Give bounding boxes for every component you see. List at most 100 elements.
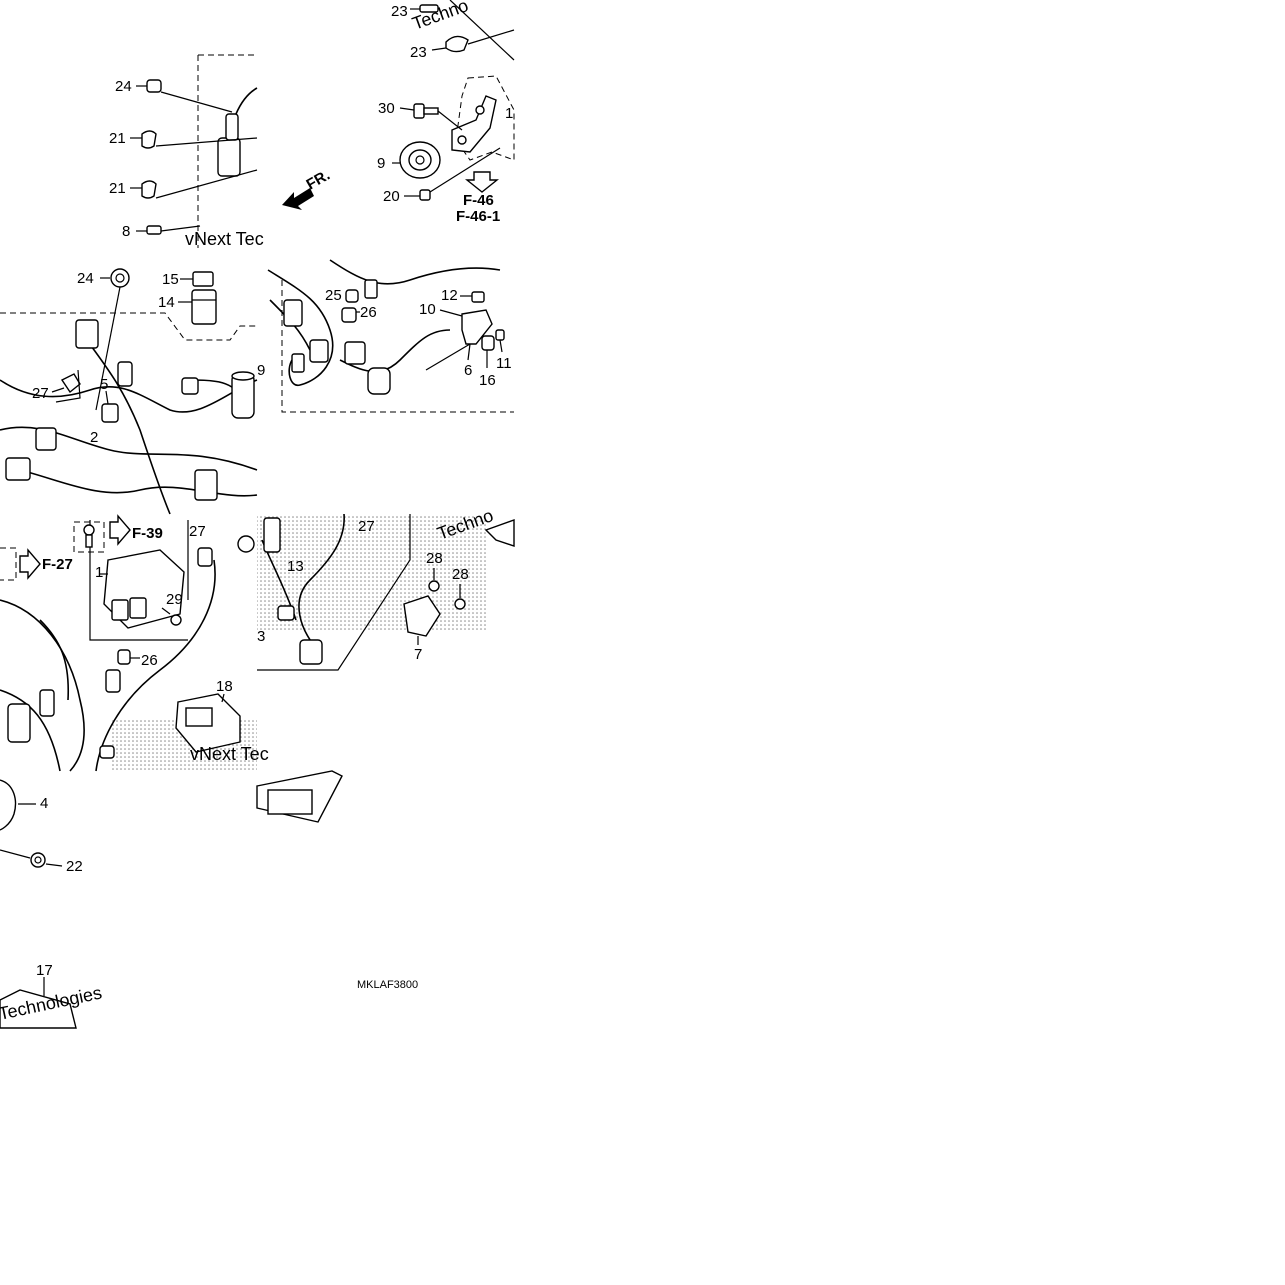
harness-connector — [39, 689, 55, 717]
bolt-20 — [404, 147, 501, 201]
harness-connector — [5, 457, 31, 481]
bolt-28-a — [428, 568, 440, 592]
clip-11 — [495, 329, 505, 341]
ref-f46: F-46 — [463, 192, 494, 209]
tile-bottom-right: MKLAF3800 — [256, 770, 418, 991]
label-9: 9 — [257, 362, 265, 379]
harness-connector — [367, 367, 391, 395]
label-17: 17 — [36, 962, 53, 979]
harness-connector — [299, 639, 323, 665]
bolt-8 — [136, 225, 201, 235]
label-2: 2 — [90, 429, 98, 446]
harness-connector — [75, 319, 99, 349]
harness-connector — [344, 341, 366, 365]
label-6: 6 — [464, 362, 472, 379]
module-18 — [175, 693, 241, 753]
label-14: 14 — [158, 294, 175, 311]
label-5: 5 — [100, 376, 108, 393]
bracket — [484, 519, 515, 547]
ref-f39: F-39 — [132, 525, 163, 542]
tile-bottom-left: 4 22 17 Technologies — [0, 779, 104, 1029]
bolt-28-b — [454, 584, 466, 610]
harness-connector — [181, 377, 199, 395]
label-8: 8 — [122, 223, 130, 240]
front-arrow — [282, 188, 314, 210]
sensor-cylinder — [217, 87, 258, 177]
label-15: 15 — [162, 271, 179, 288]
bolt-29 — [161, 607, 182, 626]
label-4: 4 — [40, 795, 48, 812]
clip-12 — [460, 291, 485, 303]
label-12: 12 — [441, 287, 458, 304]
connector-24-top — [136, 79, 233, 113]
harness-connector — [194, 469, 218, 501]
harness-connector — [99, 745, 115, 759]
label-30: 30 — [378, 100, 395, 117]
clip-26 — [341, 307, 357, 323]
harness-connector — [283, 299, 303, 327]
harness-connector — [197, 547, 213, 567]
drawing-code: MKLAF3800 — [357, 979, 418, 991]
module-17 — [0, 977, 77, 1029]
label-16: 16 — [479, 372, 496, 389]
label-27: 27 — [32, 385, 49, 402]
harness-connector — [309, 339, 329, 363]
clamp-21-b — [130, 169, 258, 199]
horn-bracket — [451, 95, 497, 153]
label-1: 1 — [95, 564, 103, 581]
fuse-15 — [180, 271, 214, 287]
nut-22 — [0, 849, 63, 868]
tile-middle-right: 25 26 12 10 11 6 16 — [267, 259, 514, 413]
ref-arrow-f27 — [19, 548, 41, 580]
tray-pocket — [267, 789, 313, 815]
label-29: 29 — [166, 591, 183, 608]
label-10: 10 — [419, 301, 436, 318]
clamp-21-a — [130, 130, 258, 149]
cover-10 — [425, 309, 493, 371]
label-23: 23 — [410, 44, 427, 61]
sensor-9 — [231, 371, 255, 419]
label-21: 21 — [109, 180, 126, 197]
clip-27 — [51, 369, 81, 403]
tile-lower-left: 1 29 26 27 18 F-39 F-27 vNext Tec — [0, 514, 269, 772]
label-18: 18 — [216, 678, 233, 695]
label-1: 1 — [505, 105, 513, 122]
clip-25 — [345, 289, 359, 303]
label-28: 28 — [452, 566, 469, 583]
watermark: Techno — [410, 0, 471, 34]
harness-connector — [291, 353, 305, 373]
harness-connector — [35, 427, 57, 451]
harness-connector — [105, 669, 121, 693]
harness-connector — [277, 605, 295, 621]
label-21: 21 — [109, 130, 126, 147]
harness-connector — [117, 361, 133, 387]
label-25: 25 — [325, 287, 342, 304]
tile-lower-right: 27 13 28 28 7 3 Techno — [257, 505, 515, 671]
label-26: 26 — [360, 304, 377, 321]
label-27: 27 — [189, 523, 206, 540]
tile-top-left: 24 21 21 8 vNext Tec — [109, 54, 264, 249]
bolt-30 — [399, 103, 463, 131]
clip-23 — [431, 29, 515, 53]
connector-5 — [101, 390, 119, 423]
label-27: 27 — [358, 518, 375, 535]
label-3: 3 — [257, 628, 265, 645]
ref-f27: F-27 — [42, 556, 73, 573]
label-23: 23 — [391, 3, 408, 20]
tile-middle-left: 24 15 14 27 5 2 9 — [0, 268, 265, 515]
label-26: 26 — [141, 652, 158, 669]
harness-connector — [364, 279, 378, 299]
harness-connector — [263, 517, 281, 553]
watermark: vNext Tec — [185, 229, 264, 249]
tile-top-right: 23 23 30 1 9 20 F-46 F-46-1 FR. Techno — [282, 0, 515, 225]
label-22: 22 — [66, 858, 83, 875]
harness-connector — [237, 535, 255, 553]
ref-arrow-f46 — [465, 171, 499, 193]
cap-16 — [481, 335, 495, 351]
label-13: 13 — [287, 558, 304, 575]
horn — [392, 141, 441, 179]
ref-f46-1: F-46-1 — [456, 208, 500, 225]
label-28: 28 — [426, 550, 443, 567]
sensor-7 — [403, 595, 441, 645]
